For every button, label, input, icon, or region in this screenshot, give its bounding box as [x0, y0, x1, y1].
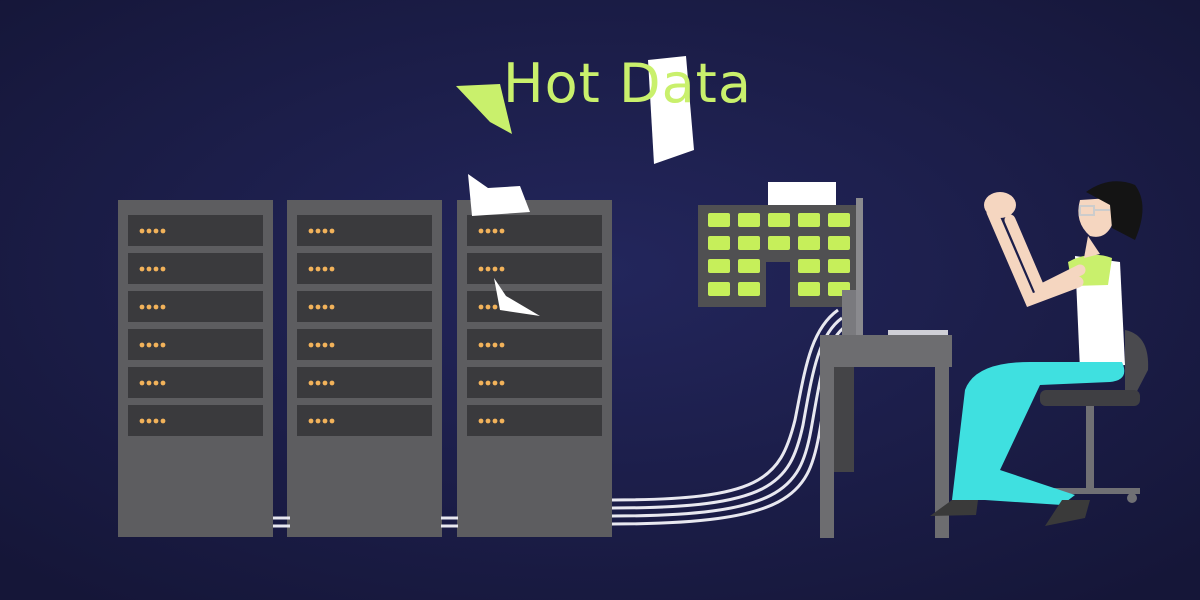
led-icon [485, 304, 491, 310]
led-icon [499, 266, 505, 272]
desk-icon [820, 335, 952, 538]
led-icon [499, 380, 505, 386]
led-icon [146, 228, 152, 234]
screen-cell [798, 259, 820, 273]
led-icon [322, 380, 328, 386]
led-icon [485, 266, 491, 272]
server-racks [118, 200, 612, 537]
led-icon [146, 380, 152, 386]
led-icon [315, 228, 321, 234]
led-icon [153, 304, 159, 310]
led-icon [329, 418, 335, 424]
led-icon [308, 380, 314, 386]
led-icon [478, 342, 484, 348]
screen-cell [738, 213, 760, 227]
cables-icon [273, 308, 851, 528]
led-icon [308, 418, 314, 424]
screen-cell [768, 236, 790, 250]
led-icon [478, 380, 484, 386]
led-icon [146, 418, 152, 424]
led-icon [139, 342, 145, 348]
led-icon [322, 304, 328, 310]
screen-cell [738, 259, 760, 273]
led-icon [160, 266, 166, 272]
led-icon [329, 266, 335, 272]
led-icon [492, 266, 498, 272]
led-icon [139, 266, 145, 272]
led-icon [492, 418, 498, 424]
led-icon [315, 418, 321, 424]
led-icon [322, 418, 328, 424]
led-icon [492, 228, 498, 234]
screen-cell [798, 213, 820, 227]
led-icon [478, 418, 484, 424]
led-icon [492, 380, 498, 386]
led-icon [499, 228, 505, 234]
led-icon [139, 304, 145, 310]
screen-cell [798, 282, 820, 296]
led-icon [153, 228, 159, 234]
led-icon [160, 418, 166, 424]
led-icon [322, 342, 328, 348]
server-rack-icon [457, 200, 612, 537]
screen-cell [768, 213, 790, 227]
hot-data-title: Hot Data [503, 52, 752, 115]
led-icon [160, 228, 166, 234]
led-icon [322, 228, 328, 234]
led-icon [485, 418, 491, 424]
screen-cell [828, 213, 850, 227]
led-icon [160, 342, 166, 348]
led-icon [322, 266, 328, 272]
server-rack-icon [287, 200, 442, 537]
led-icon [153, 380, 159, 386]
led-icon [499, 342, 505, 348]
led-icon [329, 304, 335, 310]
led-icon [485, 342, 491, 348]
screen-cell [828, 259, 850, 273]
led-icon [492, 304, 498, 310]
led-icon [139, 228, 145, 234]
screen-cell [708, 259, 730, 273]
led-icon [315, 304, 321, 310]
led-icon [329, 342, 335, 348]
led-icon [315, 266, 321, 272]
led-icon [329, 228, 335, 234]
screen-cell [738, 282, 760, 296]
led-icon [153, 342, 159, 348]
screen-cell [798, 236, 820, 250]
led-icon [139, 380, 145, 386]
led-icon [308, 342, 314, 348]
led-icon [478, 228, 484, 234]
led-icon [478, 266, 484, 272]
led-icon [492, 342, 498, 348]
led-icon [308, 228, 314, 234]
led-icon [308, 304, 314, 310]
monitor-icon [698, 182, 948, 338]
led-icon [139, 418, 145, 424]
screen-cell [708, 213, 730, 227]
led-icon [478, 304, 484, 310]
led-icon [485, 380, 491, 386]
led-icon [146, 342, 152, 348]
screen-cell [708, 236, 730, 250]
led-icon [146, 266, 152, 272]
led-icon [160, 380, 166, 386]
server-rack-icon [118, 200, 273, 537]
led-icon [153, 266, 159, 272]
led-icon [329, 380, 335, 386]
led-icon [160, 304, 166, 310]
led-icon [308, 266, 314, 272]
screen-cell [708, 282, 730, 296]
screen-cell [738, 236, 760, 250]
led-icon [499, 418, 505, 424]
led-icon [485, 228, 491, 234]
led-icon [315, 380, 321, 386]
person-icon [930, 181, 1143, 526]
led-icon [153, 418, 159, 424]
paper-sheet-icon [456, 56, 694, 316]
led-icon [146, 304, 152, 310]
screen-cell [828, 236, 850, 250]
led-icon [315, 342, 321, 348]
